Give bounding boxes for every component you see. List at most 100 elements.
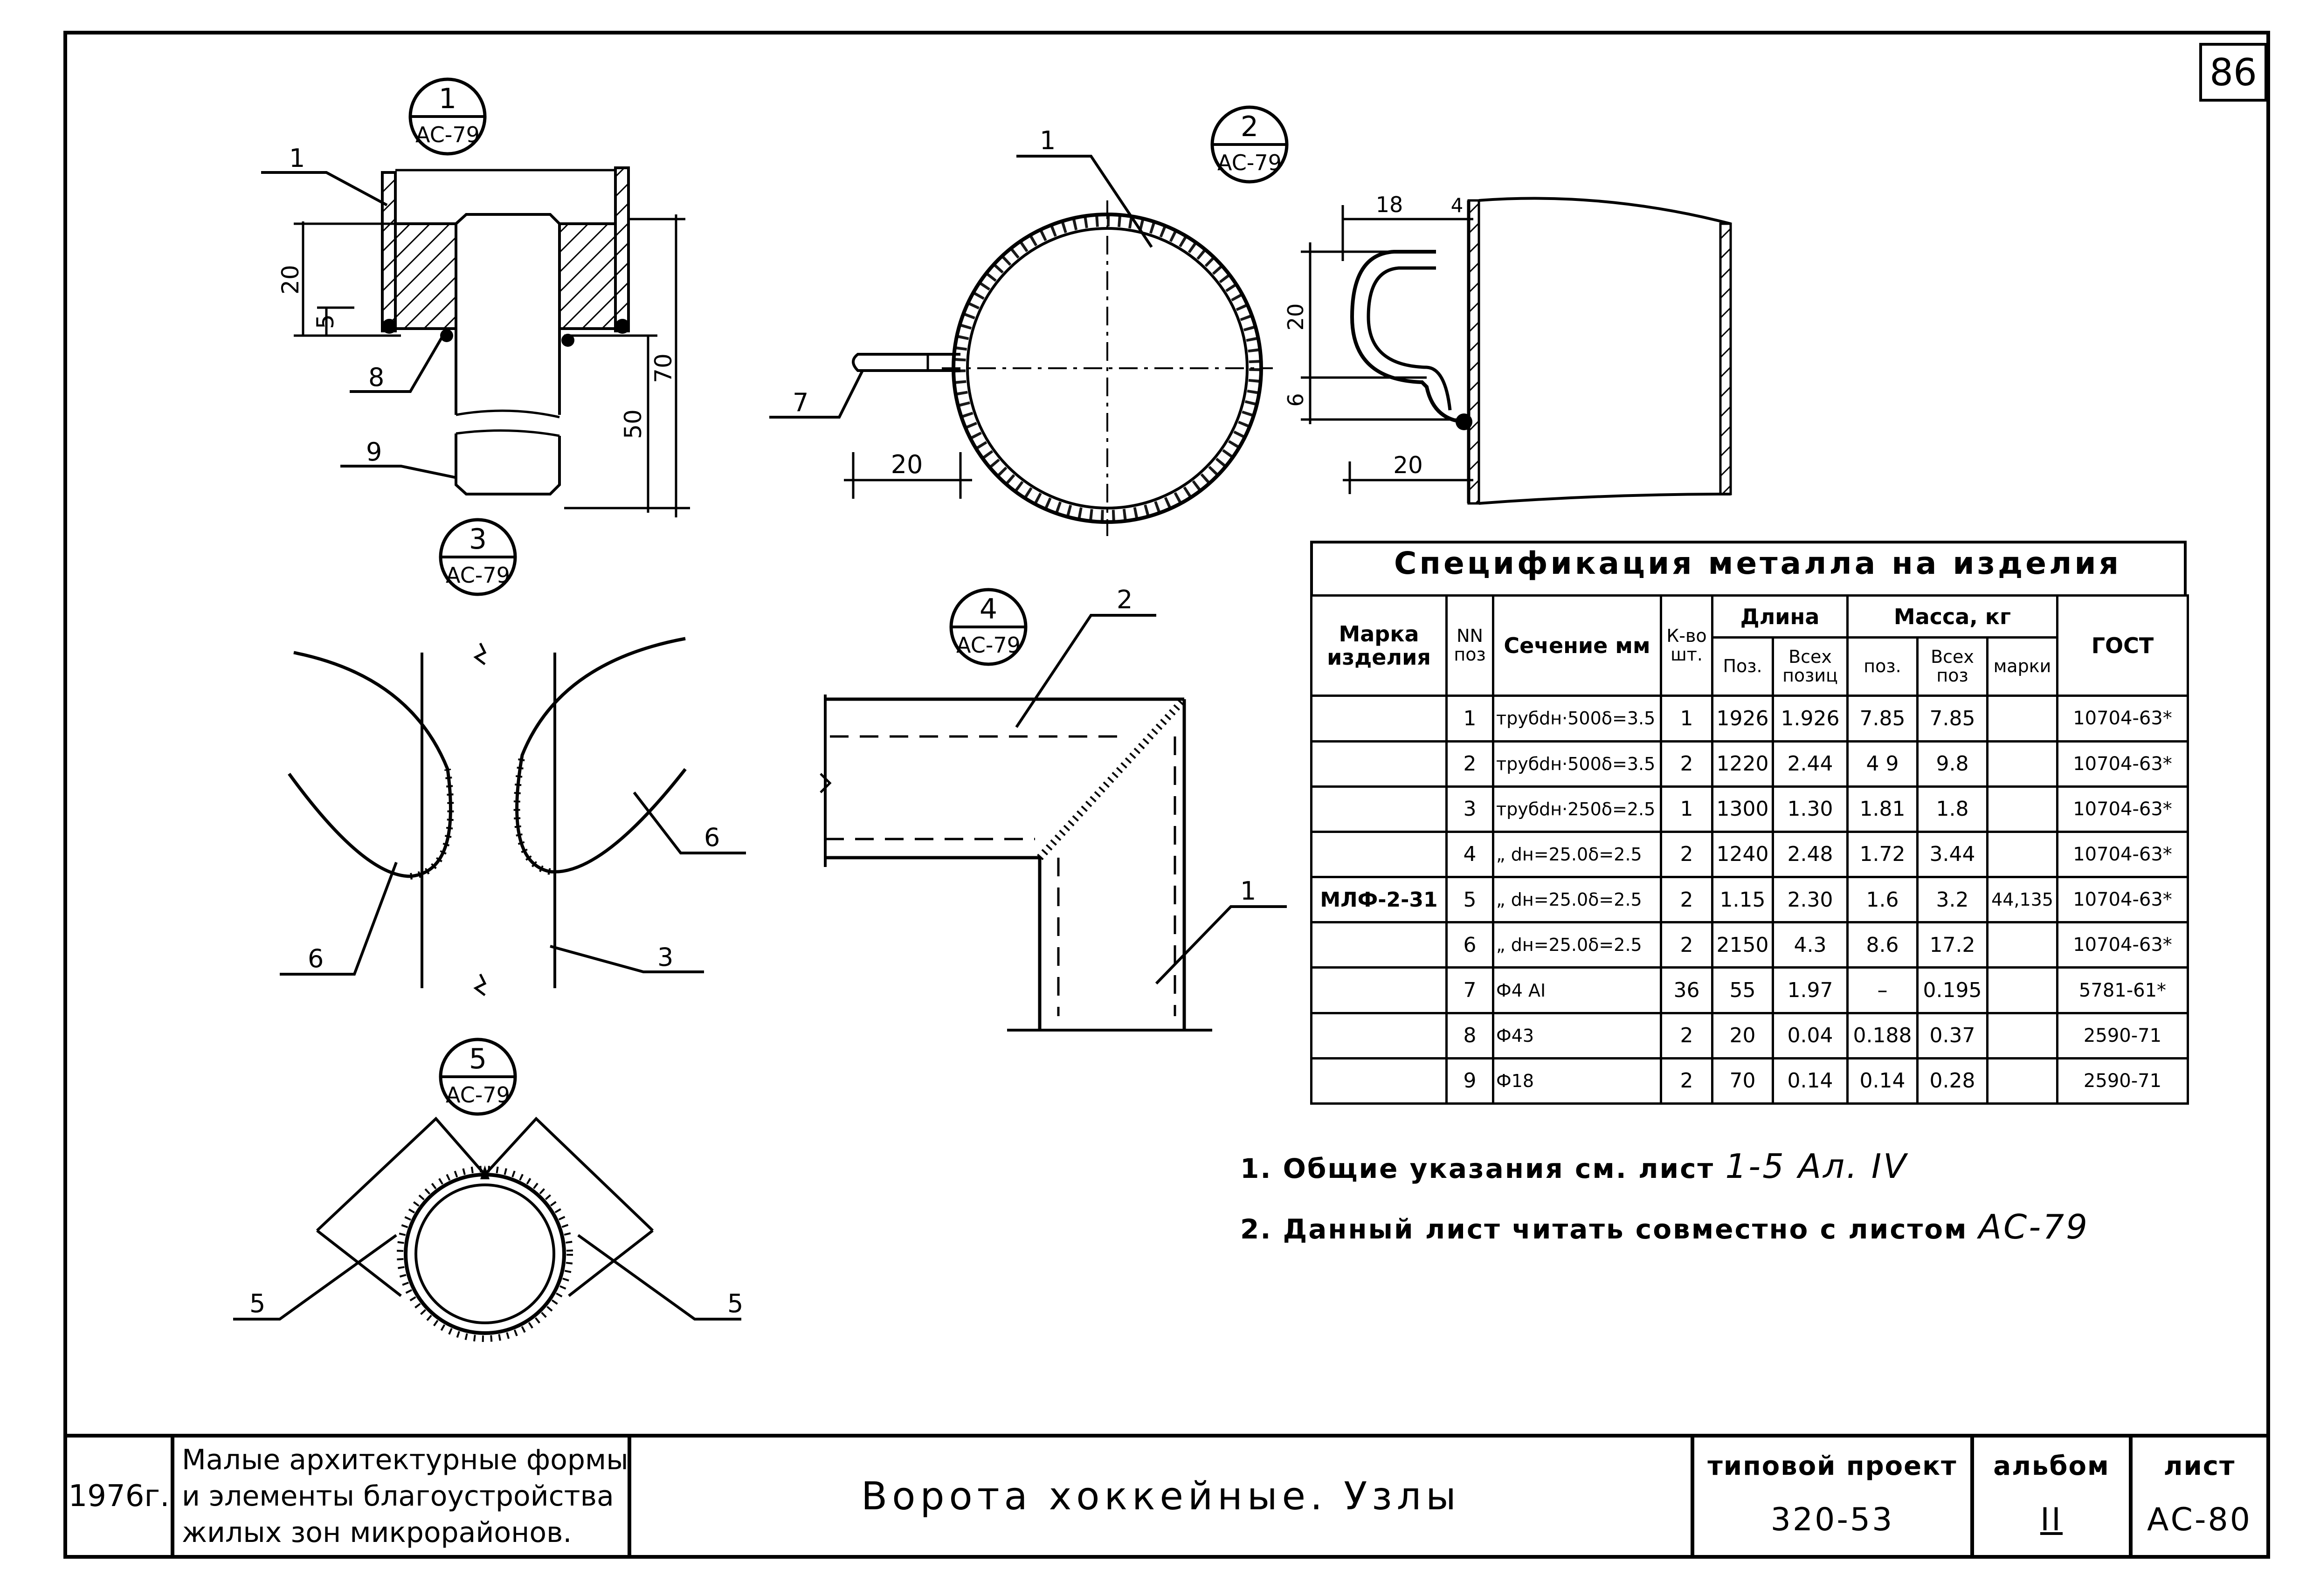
tb-org-line1: Малые архитектурные формы: [182, 1444, 628, 1476]
cell-mass-pos: 7.85: [1846, 695, 1919, 743]
cell-nn: 3: [1445, 785, 1494, 833]
rod-bottom: [455, 433, 561, 495]
cell-mass-mark: [1986, 966, 2058, 1014]
detail-1: 1 AC-79 20: [261, 77, 690, 596]
svg-text:4: 4: [1451, 194, 1464, 217]
cell-len-pos: 20: [1711, 1011, 1774, 1059]
sheet-frame: [63, 31, 2270, 1559]
cell-mass-mark: 44,135: [1986, 876, 2058, 924]
cell-mass-pos: 0.188: [1846, 1011, 1919, 1059]
callout-1-ref: AC-79: [415, 122, 480, 147]
cell-mass-pos: –: [1846, 966, 1919, 1014]
svg-text:6: 6: [308, 944, 324, 973]
cell-mass-all: 3.2: [1916, 876, 1988, 924]
col-mass-all: Всех поз: [1916, 636, 1988, 697]
svg-text:3: 3: [657, 942, 673, 972]
detail-4: 4 AC-79 2 1: [820, 585, 1287, 1032]
svg-text:5: 5: [469, 1043, 487, 1075]
cell-mass-pos: 1.81: [1846, 785, 1919, 833]
cell-len-all: 1.926: [1772, 695, 1849, 743]
col-mass-pos: поз.: [1846, 636, 1919, 697]
cell-len-all: 4.3: [1772, 921, 1849, 969]
cell-section: трубdн·250δ=2.5: [1492, 785, 1662, 833]
svg-text:70: 70: [650, 353, 677, 383]
pipe-wall-right: [614, 166, 630, 332]
svg-text:20: 20: [891, 450, 923, 479]
col-mass-mark: марки: [1986, 636, 2058, 697]
cell-nn: 8: [1445, 1011, 1494, 1059]
cell-len-all: 0.14: [1772, 1057, 1849, 1105]
cell-mass-all: 17.2: [1916, 921, 1988, 969]
svg-text:8: 8: [368, 363, 384, 392]
svg-text:20: 20: [1283, 303, 1308, 331]
svg-text:6: 6: [704, 823, 720, 852]
cell-len-pos: 70: [1711, 1057, 1774, 1105]
cell-mass-pos: 1.72: [1846, 830, 1919, 879]
cell-nn: 4: [1445, 830, 1494, 879]
cell-gost: 10704-63*: [2056, 830, 2189, 879]
cell-qty: 36: [1660, 966, 1713, 1014]
tb-album-label: альбом: [1993, 1451, 2110, 1481]
spec-table: Марка изделия NN поз Сечение мм К-во шт.…: [1310, 594, 2189, 1105]
cell-qty: 2: [1660, 876, 1713, 924]
cell-len-pos: 2150: [1711, 921, 1774, 969]
svg-text:AC-79: AC-79: [446, 563, 510, 588]
cell-mass-all: 0.37: [1916, 1011, 1988, 1059]
detail-branches: 6 6 3: [280, 637, 746, 996]
cell-len-pos: 1300: [1711, 785, 1774, 833]
cell-section: „ dн=25.0δ=2.5: [1492, 921, 1662, 969]
tb-organization: Малые архитектурные формы и элементы бла…: [177, 1438, 629, 1555]
callout-1-num: 1: [439, 83, 456, 115]
svg-text:2: 2: [1117, 585, 1132, 614]
cell-nn: 7: [1445, 966, 1494, 1014]
tb-album-value: II: [2040, 1501, 2063, 1538]
spec-table-title: Спецификация металла на изделия: [1394, 545, 2121, 581]
cell-mass-all: 3.44: [1916, 830, 1988, 879]
plug-left: [394, 222, 457, 330]
tb-sheet-label: лист: [2163, 1451, 2236, 1481]
cell-len-all: 2.30: [1772, 876, 1849, 924]
col-section: Сечение мм: [1492, 594, 1662, 697]
col-qty: К-во шт.: [1660, 594, 1713, 697]
cell-mass-pos: 1.6: [1846, 876, 1919, 924]
cell-mass-mark: [1986, 740, 2058, 788]
tb-project-value: 320-53: [1770, 1501, 1894, 1538]
spec-table-frame: [1310, 541, 2187, 594]
cell-qty: 2: [1660, 921, 1713, 969]
branch-left: [288, 651, 452, 878]
cell-mass-all: 0.195: [1916, 966, 1988, 1014]
note-1-text: 1. Общие указания см. лист: [1240, 1153, 1715, 1184]
cell-mass-pos: 0.14: [1846, 1057, 1919, 1105]
cell-gost: 2590-71: [2056, 1057, 2189, 1105]
detail-5: 5 AC-79 5 5: [233, 1038, 743, 1342]
cell-section: Ф43: [1492, 1011, 1662, 1059]
cell-len-all: 2.44: [1772, 740, 1849, 788]
svg-text:AC-79: AC-79: [446, 1082, 510, 1108]
col-mark: Марка изделия: [1310, 594, 1448, 697]
cell-len-all: 0.04: [1772, 1011, 1849, 1059]
plug-right: [558, 222, 617, 330]
cell-len-pos: 1240: [1711, 830, 1774, 879]
detail-3: 18 4 20 6 20: [1283, 192, 1732, 505]
col-len-all: Всех позиц: [1772, 636, 1849, 697]
cell-gost: 5781-61*: [2056, 966, 2189, 1014]
cell-gost: 10704-63*: [2056, 785, 2189, 833]
cell-qty: 2: [1660, 1057, 1713, 1105]
note-2-text: 2. Данный лист читать совместно с листом: [1240, 1213, 1968, 1245]
cell-mass-mark: [1986, 921, 2058, 969]
col-len-pos: Поз.: [1711, 636, 1774, 697]
cell-mark: МЛФ-2-31: [1310, 695, 1448, 1105]
cell-mass-mark: [1986, 1011, 2058, 1059]
tb-sheet-value: АС-80: [2147, 1501, 2252, 1538]
cell-mass-mark: [1986, 1057, 2058, 1105]
tb-year: 1976г.: [68, 1479, 170, 1513]
svg-text:AC-79: AC-79: [956, 633, 1021, 658]
title-block-lines: [65, 1434, 2268, 1557]
cell-len-all: 1.30: [1772, 785, 1849, 833]
cell-mass-all: 0.28: [1916, 1057, 1988, 1105]
page-number-box: [2199, 43, 2267, 102]
